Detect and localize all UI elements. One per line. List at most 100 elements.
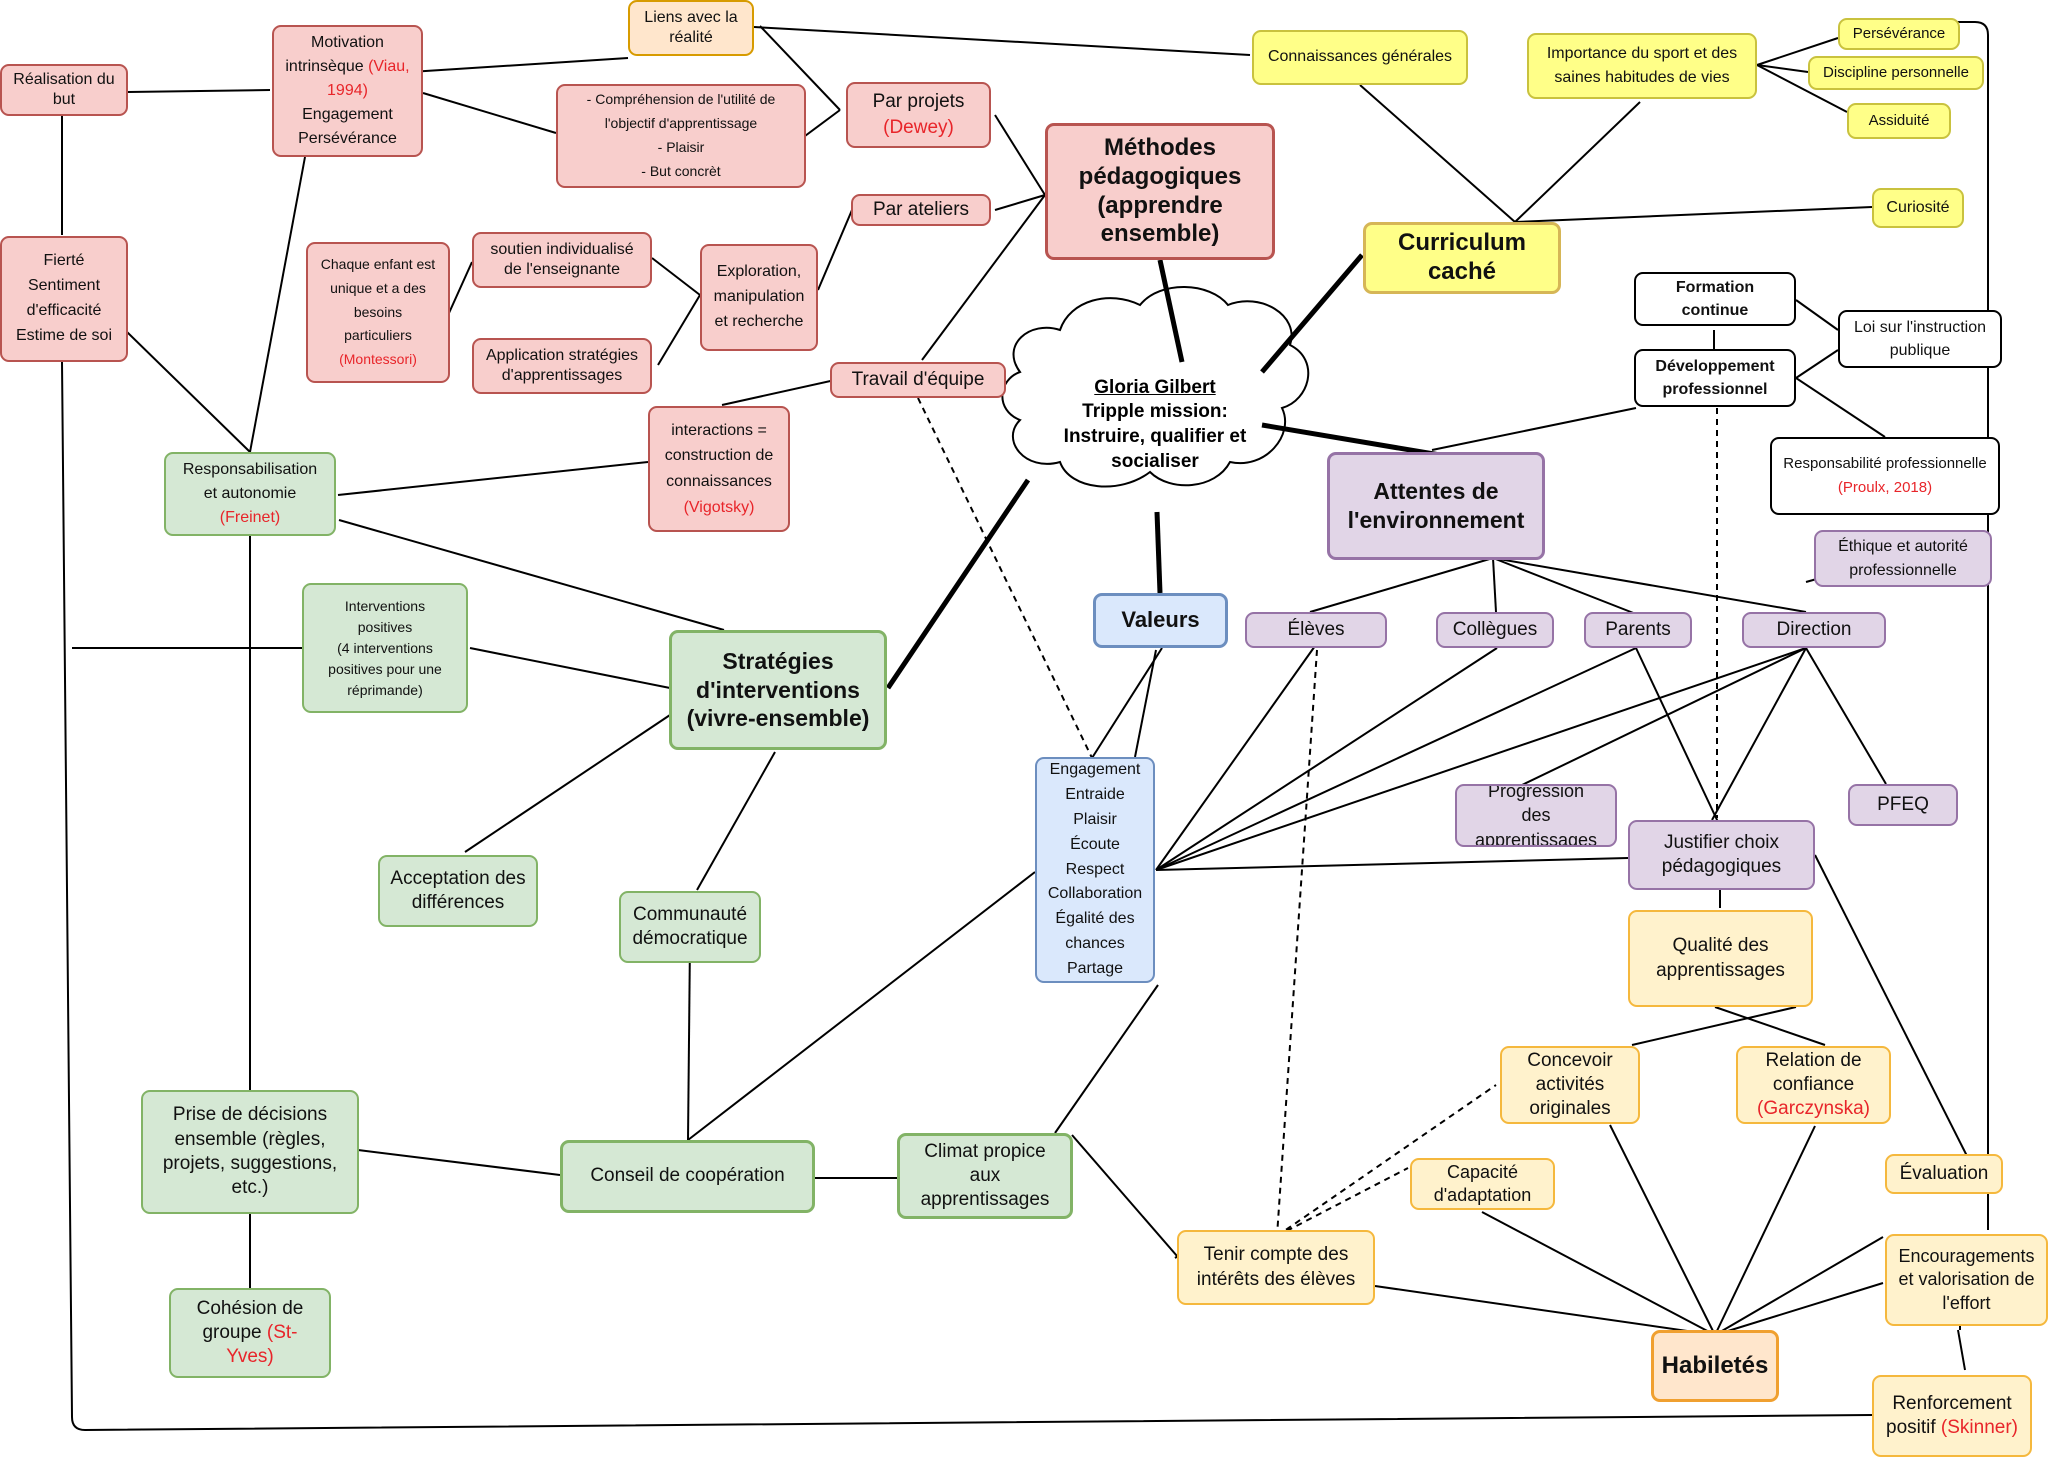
- node-label-line: Direction: [1776, 618, 1852, 640]
- citation-text: (St-: [266, 1321, 298, 1343]
- node-label-line: apprentissages: [920, 1189, 1050, 1211]
- node-label: Collègues: [1453, 618, 1538, 642]
- node-label-line: Curriculum: [1397, 229, 1526, 257]
- node-label-line: confiance: [1772, 1073, 1855, 1095]
- node-label-line: besoins: [353, 303, 403, 320]
- node-label-line: originales: [1529, 1098, 1611, 1120]
- edge-center-methodes: [1157, 259, 1185, 363]
- node-label: Connaissances générales: [1268, 47, 1452, 67]
- node-discipline-personnelle: Discipline personnelle: [1808, 56, 1984, 90]
- node-label-line: unique et a des: [330, 279, 426, 296]
- citation-text: (Proulx, 2018): [1837, 479, 1933, 496]
- node-label: Par ateliers: [873, 198, 969, 222]
- node-label-line: (apprendre: [1097, 191, 1223, 219]
- node-label-line: Partage: [1066, 960, 1124, 978]
- node-label-line: Discipline personnelle: [1823, 64, 1969, 82]
- node-label-line: Engagement: [302, 106, 393, 123]
- node-label-line: (Vigotsky): [665, 495, 774, 521]
- node-label-line: PFEQ: [1877, 793, 1929, 815]
- node-label-line: Acceptation des: [390, 867, 526, 889]
- node-label-line: ensemble (règles,: [174, 1128, 326, 1150]
- citation-text: (Montessori): [339, 351, 417, 368]
- node-label-line: Communauté: [632, 903, 748, 925]
- node-label-line: positives pour une: [328, 660, 442, 677]
- node-label-line: d'adaptation: [1433, 1185, 1532, 1205]
- center-cloud-text: Gloria Gilbert Tripple mission: Instruir…: [1025, 372, 1285, 478]
- node-label-line: (Garczynska): [1757, 1097, 1870, 1121]
- node-label-line: des: [1521, 805, 1551, 826]
- node-par-ateliers: Par ateliers: [851, 194, 991, 226]
- center-line-3: Instruire, qualifier et: [1063, 426, 1247, 447]
- node-label-line: intrinsèque (Viau,: [285, 58, 410, 75]
- node-label-line: Tenir compte des: [1203, 1244, 1349, 1266]
- node-label-line: Qualité des: [1672, 935, 1769, 957]
- node-label-line: 1994): [285, 79, 409, 103]
- node-conseil-cooperation: Conseil de coopération: [560, 1140, 815, 1213]
- node-label: Discipline personnelle: [1823, 63, 1969, 82]
- node-label-line: Parents: [1605, 618, 1671, 640]
- node-label-line: (vivre-ensemble): [686, 705, 870, 732]
- node-label-line: Plaisir: [1073, 810, 1117, 828]
- node-label-line: et valorisation de: [1898, 1269, 2035, 1290]
- node-curiosite: Curiosité: [1872, 188, 1964, 228]
- center-cloud-shape: [1001, 286, 1310, 488]
- node-label-line: d'efficacité: [26, 302, 102, 319]
- node-label-line: Loi sur l'instruction: [1854, 318, 1986, 336]
- node-label-line: intérêts des élèves: [1196, 1268, 1356, 1290]
- node-label: Valeurs: [1121, 606, 1199, 634]
- node-label: Conseil de coopération: [590, 1164, 784, 1188]
- node-direction: Direction: [1742, 612, 1886, 648]
- node-responsabilite-professionnelle: Responsabilité professionnelle(Proulx, 2…: [1770, 437, 2000, 515]
- node-label-line: Fierté: [43, 252, 85, 270]
- node-label-line: et autonomie: [203, 485, 297, 502]
- node-label-line: continue: [1681, 302, 1749, 319]
- node-assiduite: Assiduité: [1847, 103, 1951, 139]
- node-label-line: Encouragements: [1898, 1246, 2035, 1267]
- citation-text: Yves): [226, 1346, 274, 1368]
- node-valeurs: Valeurs: [1093, 593, 1228, 648]
- node-label-line: positives: [357, 618, 413, 635]
- center-line-4: socialiser: [1111, 450, 1199, 472]
- node-label-line: Valeurs: [1121, 607, 1200, 633]
- node-label-line: Habiletés: [1661, 1351, 1769, 1379]
- citation-text: 1994): [327, 82, 368, 99]
- node-label-line: Chaque enfant est: [320, 256, 436, 272]
- node-label-line: apprentissages: [1474, 829, 1598, 847]
- node-label-line: l'objectif d'apprentissage: [604, 115, 758, 132]
- node-label-line: professionnel: [1662, 381, 1768, 398]
- node-label: Assiduité: [1869, 111, 1930, 130]
- node-travail-equipe: Travail d'équipe: [830, 362, 1006, 398]
- node-label: Travail d'équipe: [852, 368, 985, 392]
- node-label-line: de l'enseignante: [503, 261, 621, 278]
- node-label-line: Réalisation du: [13, 70, 115, 88]
- citation-text: (Skinner): [1940, 1417, 2018, 1438]
- node-label-line: Collaboration: [1047, 885, 1143, 903]
